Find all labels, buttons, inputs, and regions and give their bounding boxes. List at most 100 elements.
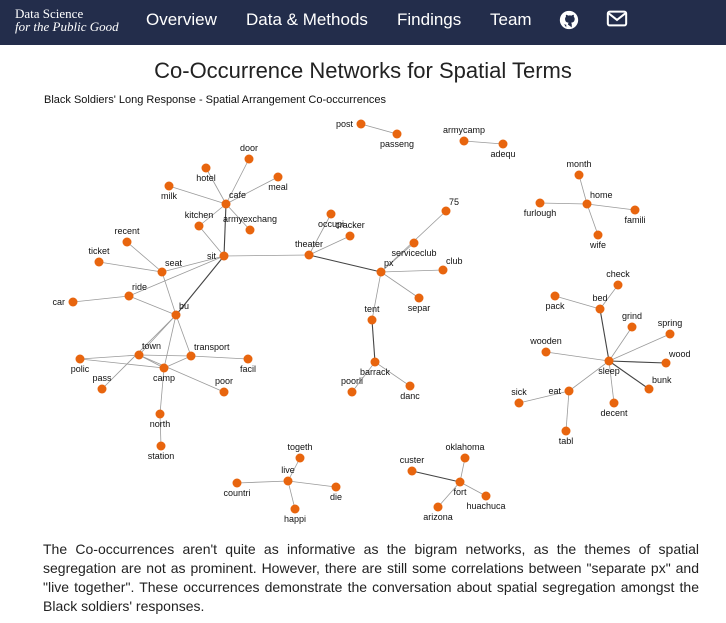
node-label-px: px [384, 258, 394, 268]
edge-wooden-sleep [545, 351, 610, 362]
edge-sit-theater [223, 254, 310, 257]
node-label-recent: recent [114, 226, 140, 236]
node-post [356, 119, 366, 129]
node-club [438, 265, 448, 275]
node-poor [219, 387, 229, 397]
node-label-wife: wife [589, 240, 606, 250]
node-label-station: station [148, 451, 175, 461]
node-arizona [433, 502, 443, 512]
nav-data-methods[interactable]: Data & Methods [246, 10, 368, 29]
node-month [574, 170, 584, 180]
node-decent [609, 398, 619, 408]
node-wooden [541, 347, 551, 357]
node-label-live: live [281, 465, 295, 475]
node-armycamp [459, 136, 469, 146]
network-nodes: postpassengarmycampadequdoorhotelmealmil… [52, 119, 690, 524]
github-icon[interactable] [558, 9, 580, 31]
node-label-eat: eat [548, 386, 561, 396]
node-label-milk: milk [161, 191, 177, 201]
edge-happi-live [287, 480, 296, 510]
edge-check-bed [599, 284, 619, 310]
co-occurrence-network: postpassengarmycampadequdoorhotelmealmil… [52, 119, 690, 524]
node-label-wooden: wooden [529, 336, 562, 346]
node-seat [157, 267, 167, 277]
edge-custer-fort [411, 470, 461, 483]
network-edges [72, 123, 671, 510]
node-north [155, 409, 165, 419]
node-label-ride: ride [132, 282, 147, 292]
edge-barrack-poorli [351, 361, 376, 393]
node-label-bunk: bunk [652, 375, 672, 385]
node-passeng [392, 129, 402, 139]
node-cracker [345, 231, 355, 241]
nav-overview[interactable]: Overview [146, 10, 217, 29]
brand-line-2: for the Public Good [15, 19, 119, 34]
node-wife [593, 230, 603, 240]
node-famili [630, 205, 640, 215]
node-label-cafe: cafe [229, 190, 246, 200]
node-meal [273, 172, 283, 182]
node-label-town: town [142, 341, 161, 351]
edge-camp-north [159, 367, 165, 415]
edge-town-polic [79, 354, 140, 360]
node-car [68, 297, 78, 307]
edge-fort-huachuca [459, 481, 487, 497]
node-togeth [295, 453, 305, 463]
node-ride [124, 291, 134, 301]
nav-team[interactable]: Team [490, 10, 532, 29]
node-facil [243, 354, 253, 364]
edge-decent-sleep [608, 360, 615, 404]
graph-title: Black Soldiers' Long Response - Spatial … [44, 94, 387, 106]
edge-tent-px [371, 271, 382, 321]
node-label-togeth: togeth [287, 442, 312, 452]
node-label-arizona: arizona [423, 512, 453, 522]
edge-fort-arizona [437, 481, 461, 508]
node-label-polic: polic [71, 364, 90, 374]
edge-north-station [159, 413, 162, 447]
node-grind [627, 322, 637, 332]
node-wood [661, 358, 671, 368]
node-armyexchang [245, 225, 255, 235]
edge-bunk-sleep [608, 360, 650, 390]
node-label-bu: bu [179, 301, 189, 311]
edge-sit-bu [175, 255, 225, 316]
mail-icon[interactable] [606, 9, 628, 29]
node-die [331, 482, 341, 492]
node-furlough [535, 198, 545, 208]
node-label-meal: meal [268, 182, 288, 192]
node-label-adequ: adequ [490, 149, 515, 159]
edge-car-ride [72, 295, 130, 303]
node-separ [414, 293, 424, 303]
node-cafe [221, 199, 231, 209]
node-pass [97, 384, 107, 394]
nav-findings[interactable]: Findings [397, 10, 462, 29]
node-adequ [498, 139, 508, 149]
brand-logo[interactable]: Data Science for the Public Good [15, 7, 119, 33]
node-kitchen [194, 221, 204, 231]
edge-milk-cafe [168, 185, 227, 205]
node-label-transport: transport [194, 342, 230, 352]
node-milk [164, 181, 174, 191]
description-paragraph: The Co-occurrences aren't quite as infor… [43, 541, 699, 614]
node-recent [122, 237, 132, 247]
edge-theater-px [308, 254, 382, 273]
edge-tent-barrack [371, 319, 376, 363]
node-happi [290, 504, 300, 514]
node-danc [405, 381, 415, 391]
node-label-kitchen: kitchen [185, 210, 214, 220]
edge-armycamp-adequ [463, 140, 504, 145]
edge-bu-transport [175, 314, 192, 357]
edge-armyexchang-cafe [225, 203, 251, 231]
node-label-decent: decent [600, 408, 628, 418]
edge-wood-sleep [608, 360, 667, 364]
node-label-car: car [52, 297, 65, 307]
edge-town-transport [138, 354, 192, 357]
node-label-fort: fort [453, 487, 467, 497]
node-label-occupi: occupi [318, 219, 344, 229]
edge-pack-bed [554, 295, 601, 310]
node-label-armycamp: armycamp [443, 125, 485, 135]
node-label-tabl: tabl [559, 436, 574, 446]
node-label-spring: spring [658, 318, 683, 328]
node-sit [219, 251, 229, 261]
edge-eat-sleep [568, 360, 610, 392]
